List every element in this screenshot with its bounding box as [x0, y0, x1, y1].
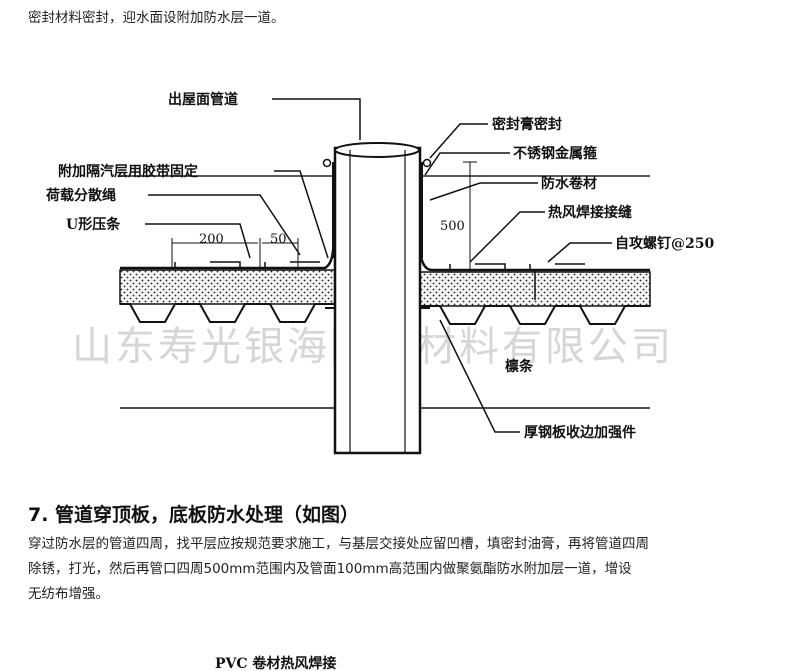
steel-deck-right — [420, 305, 650, 325]
pipe-body — [333, 146, 422, 455]
insulation-left — [119, 269, 336, 305]
label-membrane: 防水卷材 — [541, 175, 597, 192]
section-paragraph: 穿过防水层的管道四周，找平层应按规范要求施工，与基层交接处应留凹槽，填密封油膏，… — [28, 532, 778, 607]
label-vapor-tape: 附加隔汽层用胶带固定 — [58, 163, 198, 180]
pipe-top — [334, 142, 420, 158]
label-load-rope: 荷载分散绳 — [45, 187, 116, 204]
label-hoop: 不锈钢金属箍 — [513, 145, 597, 162]
dimension-50: 50 — [270, 232, 287, 247]
paragraph-line: 除锈，打光，然后再管口四周500mm范围内及管面100mm高范围内做聚氨酯防水附… — [28, 561, 632, 577]
paragraph-line: 无纺布增强。 — [28, 586, 109, 602]
clamp-left — [322, 158, 332, 168]
section-heading: 7. 管道穿顶板，底板防水处理（如图） — [28, 504, 360, 526]
label-purlin: 檩条 — [505, 358, 534, 375]
steel-deck-left — [120, 303, 335, 323]
pvc-weld-diagram: PVC 卷材热风焊接 — [215, 655, 336, 671]
label-u-strip: U形压条 — [66, 216, 121, 233]
clamp-right — [422, 158, 432, 168]
paragraph-line: 穿过防水层的管道四周，找平层应按规范要求施工，与基层交接处应留凹槽，填密封油膏，… — [28, 536, 649, 552]
membrane-left — [120, 249, 335, 270]
pipe-penetration-diagram: 山东寿光银海防水材料有限公司 200 50 500 — [45, 91, 714, 455]
label-sealant: 密封膏密封 — [491, 116, 562, 133]
intro-text: 密封材料密封，迎水面设附加防水层一道。 — [28, 10, 285, 26]
label-screw: 自攻螺钉@250 — [615, 235, 714, 252]
label-steel-plate: 厚钢板收边加强件 — [524, 424, 636, 441]
label-hot-weld: 热风焊接接缝 — [548, 204, 632, 221]
label-pipe: 出屋面管道 — [168, 91, 238, 108]
membrane-right — [418, 249, 650, 272]
dimension-200: 200 — [199, 232, 224, 247]
pvc-weld-title: PVC 卷材热风焊接 — [215, 655, 336, 671]
dimension-500: 500 — [440, 219, 465, 234]
